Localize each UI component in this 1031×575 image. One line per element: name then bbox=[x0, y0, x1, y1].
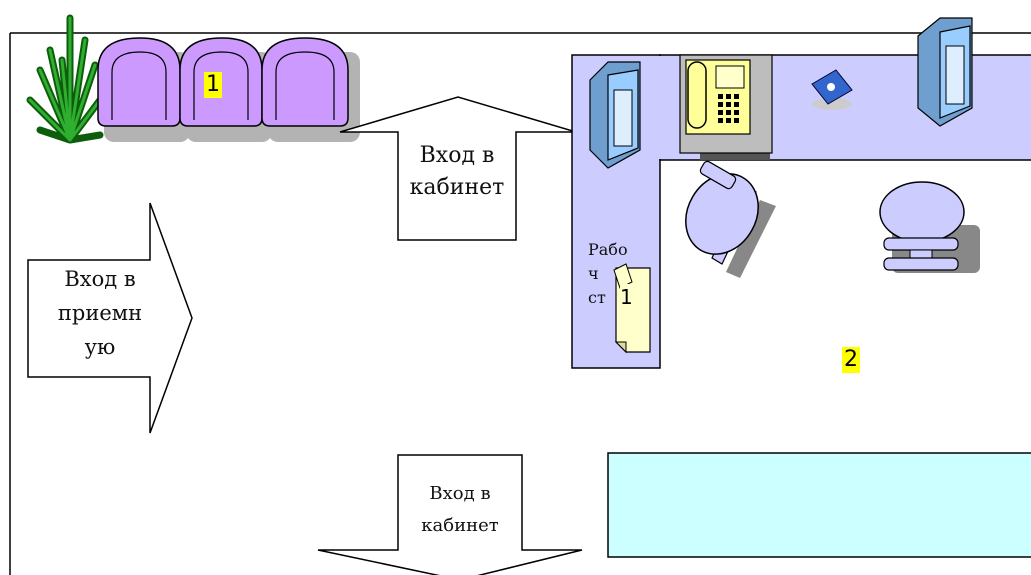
arrow-right-label: Вход в приемн ую bbox=[57, 267, 143, 359]
arrow-up-shape bbox=[339, 96, 577, 241]
phone-icon bbox=[679, 54, 773, 160]
armchair-3 bbox=[261, 37, 360, 142]
monitor-icon bbox=[917, 17, 973, 127]
room-walls bbox=[9, 32, 1031, 575]
office-chair-icon bbox=[879, 181, 980, 273]
arrow-up-label: Вход в кабинет bbox=[409, 143, 505, 200]
marker-2: 2 bbox=[842, 347, 860, 373]
cabinet bbox=[607, 452, 1031, 558]
arrow-right-shape bbox=[27, 202, 193, 434]
floppy-disk-icon bbox=[811, 69, 853, 110]
office-chair-icon bbox=[685, 160, 776, 278]
desk-label: Рабо ч ст bbox=[588, 240, 628, 307]
plant-icon bbox=[26, 14, 104, 144]
armchair-2 bbox=[179, 37, 272, 142]
armchair-1 bbox=[97, 37, 190, 142]
monitor-icon bbox=[589, 61, 641, 169]
arrow-down-label: Вход в кабинет bbox=[421, 483, 499, 536]
armchair-icon bbox=[97, 37, 360, 142]
arrow-down-shape bbox=[317, 454, 583, 575]
marker-1: 1 bbox=[204, 72, 222, 98]
desk-marker-1: 1 bbox=[620, 284, 633, 310]
